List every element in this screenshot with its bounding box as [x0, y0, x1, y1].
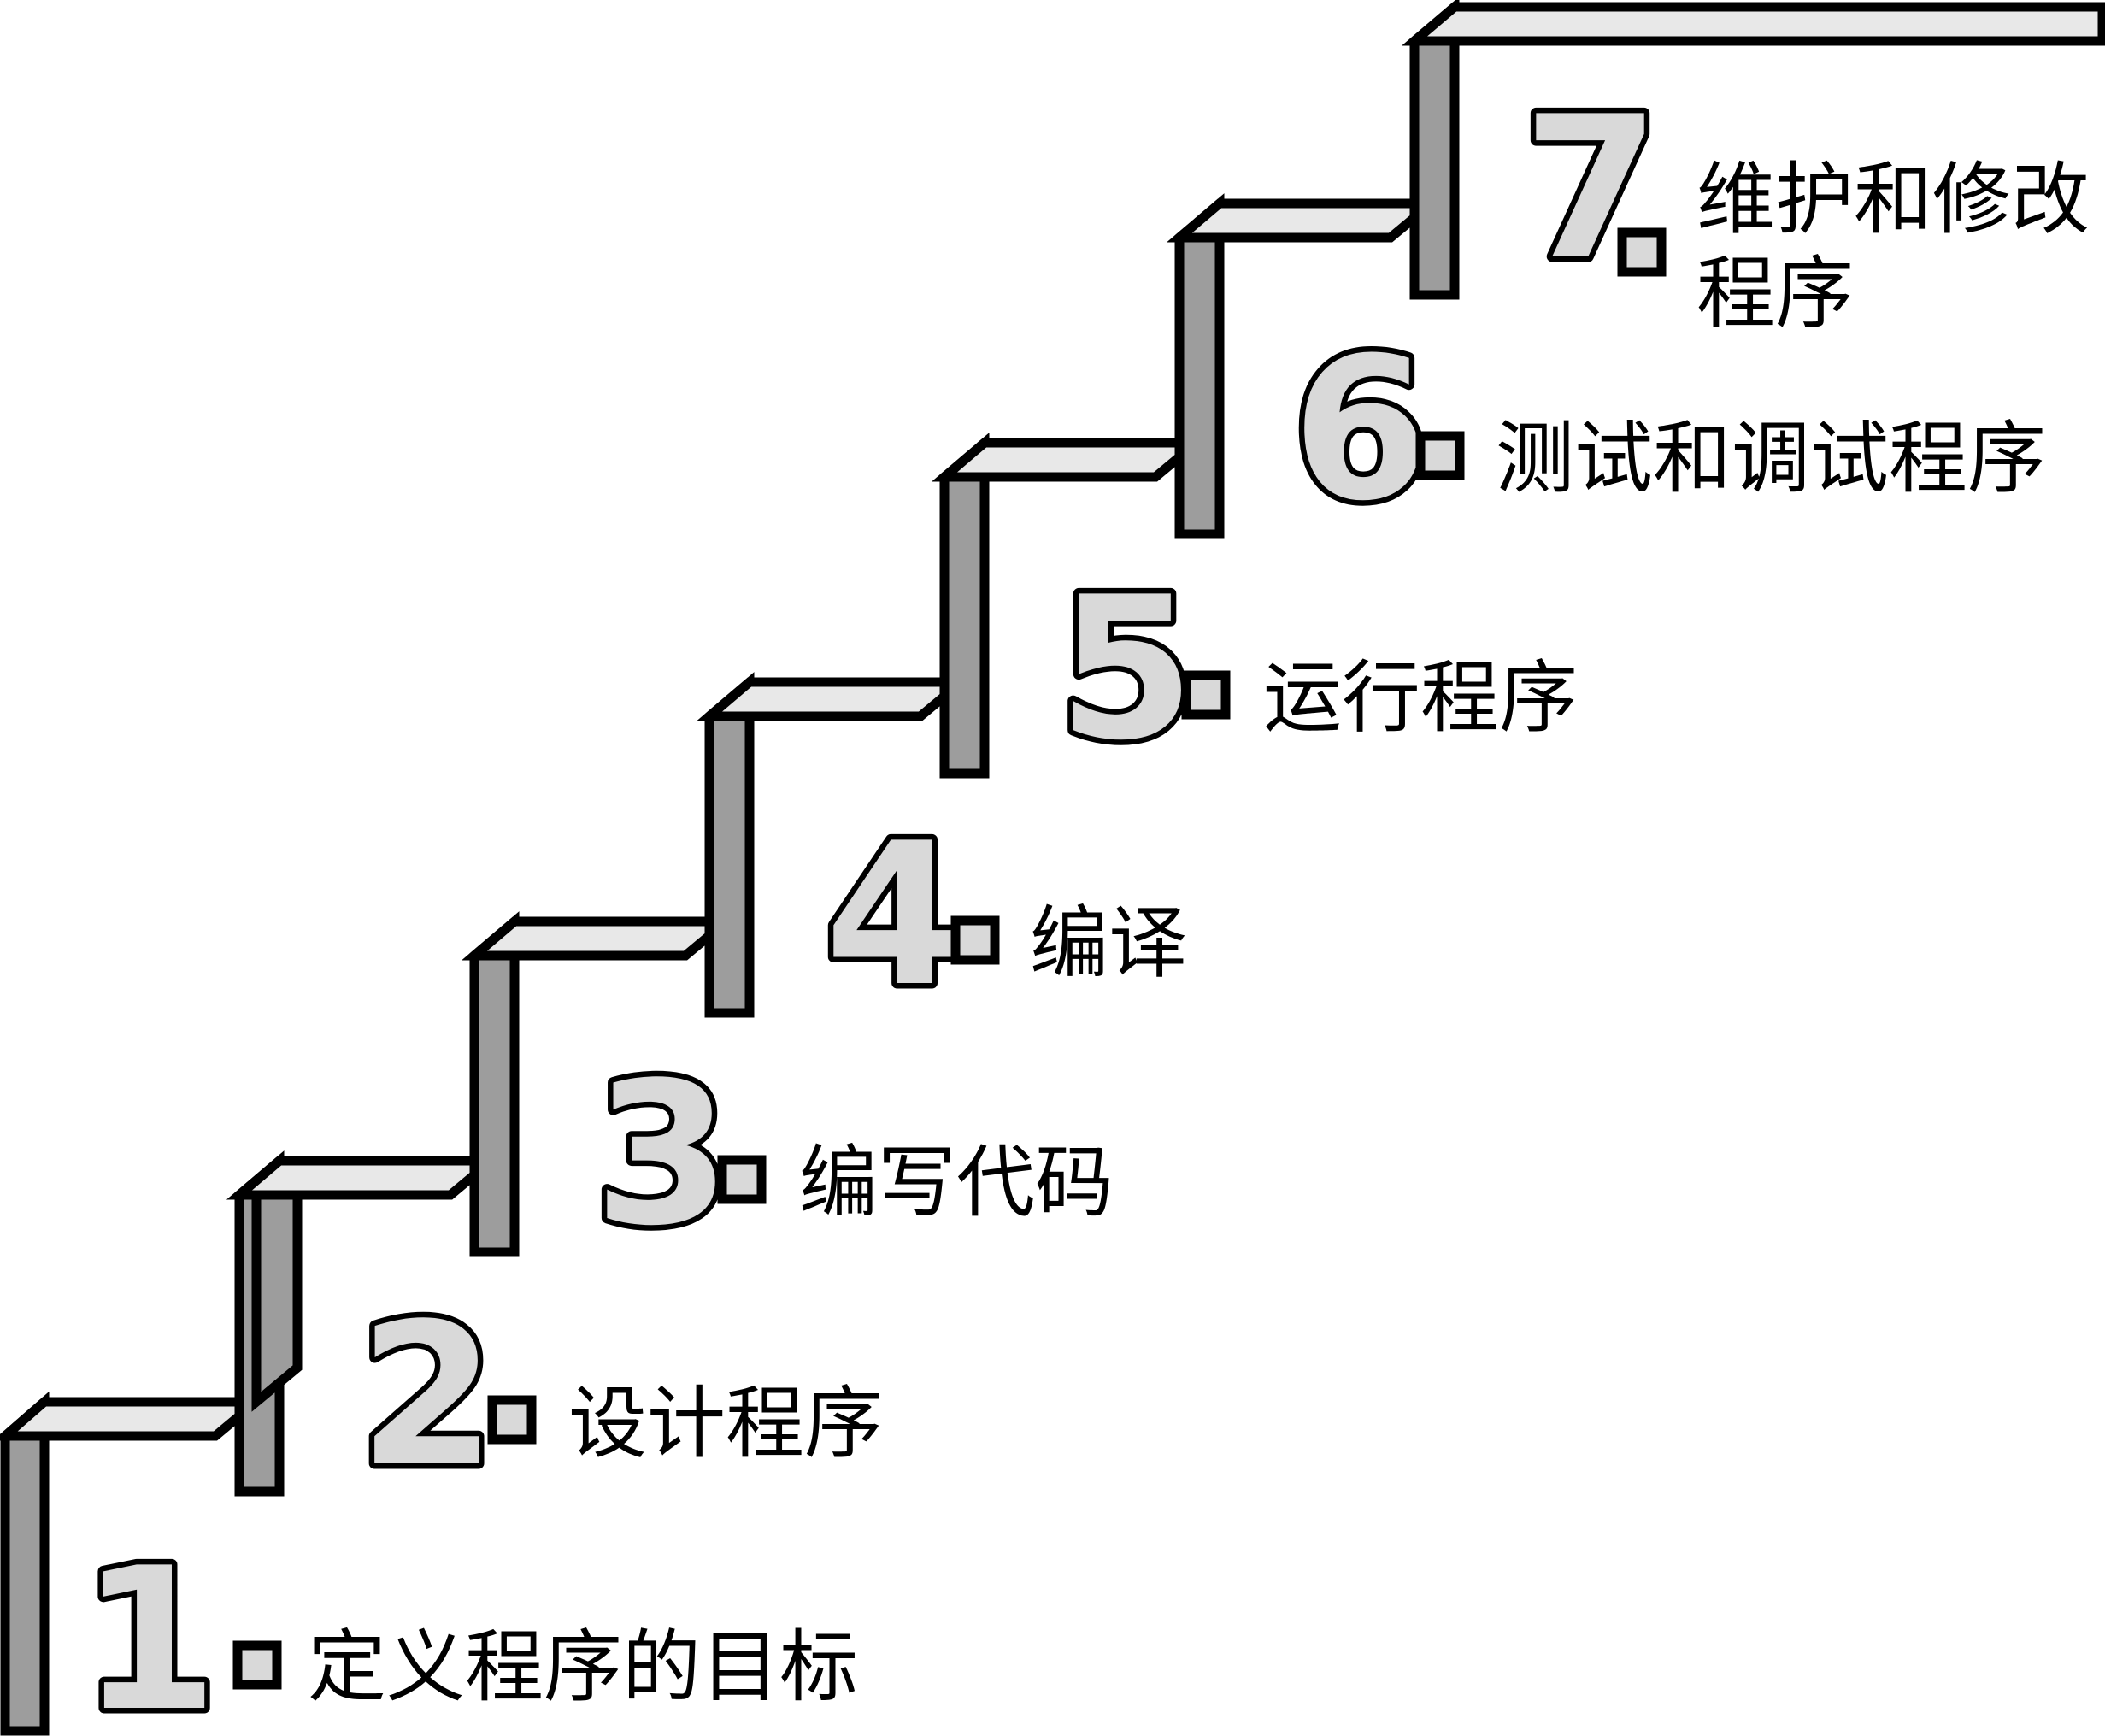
- step-marker-icon-3: [717, 1155, 767, 1204]
- step-number-2: 2: [359, 1282, 496, 1510]
- step-label-group-1[interactable]: 1 定义程序的目标: [75, 1521, 858, 1736]
- step-tread-6: [1167, 198, 1445, 243]
- step-label-4: 编译: [1030, 897, 1187, 989]
- step-shape-3[interactable]: [462, 911, 740, 1257]
- step-marker-icon-4: [950, 915, 1000, 965]
- step-marker-icon-7: [1617, 227, 1667, 277]
- step-tread-4: [697, 677, 975, 721]
- step-label-7-line1: 维护和修改: [1696, 154, 2090, 245]
- step-marker-icon-1: [232, 1640, 282, 1690]
- step-shape-5[interactable]: [932, 433, 1210, 779]
- step-label-group-7[interactable]: 7 维护和修改 程序: [1517, 70, 2090, 340]
- step-label-6: 测试和调试程序: [1496, 413, 2046, 504]
- step-number-1: 1: [81, 1527, 218, 1736]
- step-label-group-5[interactable]: 5 运行程序: [1052, 550, 1578, 790]
- step-label-5: 运行程序: [1263, 652, 1578, 744]
- step-label-7-line2: 程序: [1696, 248, 1854, 339]
- step-shape-7[interactable]: [1402, 0, 2105, 300]
- step-riser-6: [1174, 193, 1225, 539]
- step-number-3: 3: [594, 1041, 731, 1269]
- step-marker-icon-6: [1415, 431, 1465, 480]
- step-tread-7: [1402, 2, 2105, 46]
- step-label-2: 设计程序: [568, 1378, 883, 1469]
- step-label-group-6[interactable]: 6 测试和调试程序: [1286, 311, 2046, 550]
- step-number-7: 7: [1523, 75, 1660, 303]
- step-shape-1[interactable]: [0, 1391, 270, 1736]
- step-riser-3: [469, 911, 520, 1257]
- step-riser-1: [0, 1391, 50, 1736]
- step-tread-5: [932, 438, 1210, 482]
- step-number-4: 4: [825, 802, 961, 1030]
- step-marker-icon-5: [1181, 670, 1231, 720]
- step-tread-2-face: [226, 1156, 505, 1200]
- step-marker-icon-2: [487, 1395, 537, 1445]
- step-riser-5: [939, 433, 990, 779]
- step-number-6: 6: [1292, 316, 1429, 544]
- step-tread-3: [462, 916, 740, 961]
- step-label-group-3[interactable]: 3 编写代码: [588, 1036, 1114, 1275]
- step-riser-7: [1409, 0, 1460, 300]
- step-riser-4: [704, 672, 755, 1018]
- step-tread-1: [0, 1397, 270, 1441]
- step-label-group-2[interactable]: 2 设计程序: [353, 1277, 883, 1516]
- step-label-1: 定义程序的目标: [308, 1621, 858, 1713]
- step-label-3: 编写代码: [799, 1137, 1114, 1228]
- step-label-group-4[interactable]: 4 编译: [819, 797, 1187, 1036]
- step-riser-2-right: [251, 1190, 303, 1412]
- step-number-5: 5: [1058, 556, 1195, 784]
